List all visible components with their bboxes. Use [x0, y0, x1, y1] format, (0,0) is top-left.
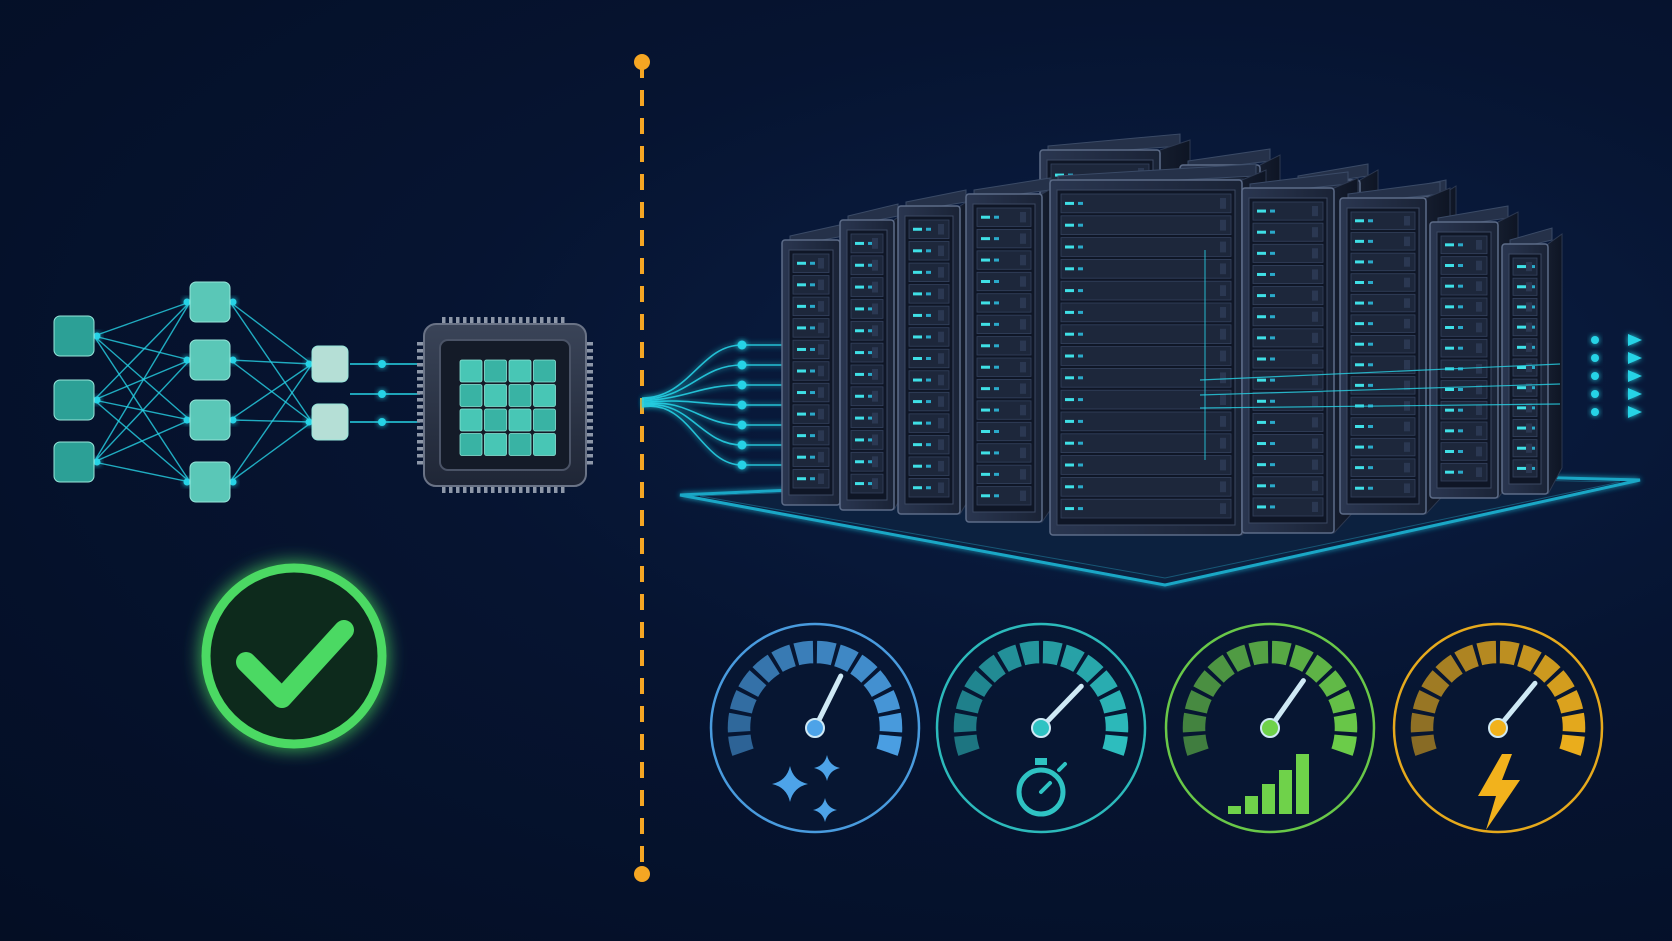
- arrow-icon: [1628, 370, 1642, 382]
- arrow-icon: [1628, 406, 1642, 418]
- server-rack: [1049, 163, 1267, 537]
- nn-node: [189, 461, 231, 503]
- checkmark-icon: [201, 563, 387, 749]
- chip-pins: [417, 317, 593, 493]
- internal-data-traces: [1199, 250, 1561, 460]
- input-data-lines: [641, 340, 790, 470]
- gauge-hub: [1031, 718, 1051, 738]
- nn-node: [53, 379, 95, 421]
- gauge-hub: [1260, 718, 1280, 738]
- stopwatch-icon: [1016, 758, 1067, 817]
- output-data-arrows: [1540, 334, 1642, 418]
- latency-gauge: [935, 622, 1147, 834]
- server-rack: [897, 189, 977, 516]
- server-rack: [1339, 181, 1451, 516]
- nn-node: [189, 339, 231, 381]
- nn-node: [189, 399, 231, 441]
- server-rack: [1241, 171, 1359, 535]
- datacenter-server-racks: [641, 133, 1642, 587]
- server-rack: [1501, 227, 1563, 495]
- nn-node: [311, 403, 349, 441]
- nn-connections: [93, 301, 420, 483]
- chip-core-grid: [459, 359, 556, 456]
- sparkles-icon: [772, 755, 840, 822]
- divider-line: [634, 54, 650, 882]
- nn-node: [311, 345, 349, 383]
- arrow-icon: [1628, 334, 1642, 346]
- bar-chart-icon: [1228, 754, 1309, 814]
- nn-node: [189, 281, 231, 323]
- nn-node: [53, 441, 95, 483]
- performance-gauges: [709, 622, 1604, 834]
- quality-gauge: [709, 622, 921, 834]
- arrow-icon: [1628, 352, 1642, 364]
- lightning-bolt-icon: [1478, 754, 1520, 830]
- ai-chip-icon: [417, 317, 593, 493]
- power-gauge: [1392, 622, 1604, 834]
- arrow-icon: [1628, 388, 1642, 400]
- nn-connection-points: [93, 298, 386, 486]
- gauge-hub: [1488, 718, 1508, 738]
- gauge-hub: [805, 718, 825, 738]
- throughput-gauge: [1164, 622, 1376, 834]
- server-rack: [965, 177, 1061, 524]
- neural-network-diagram: [53, 281, 420, 503]
- nn-node: [53, 315, 95, 357]
